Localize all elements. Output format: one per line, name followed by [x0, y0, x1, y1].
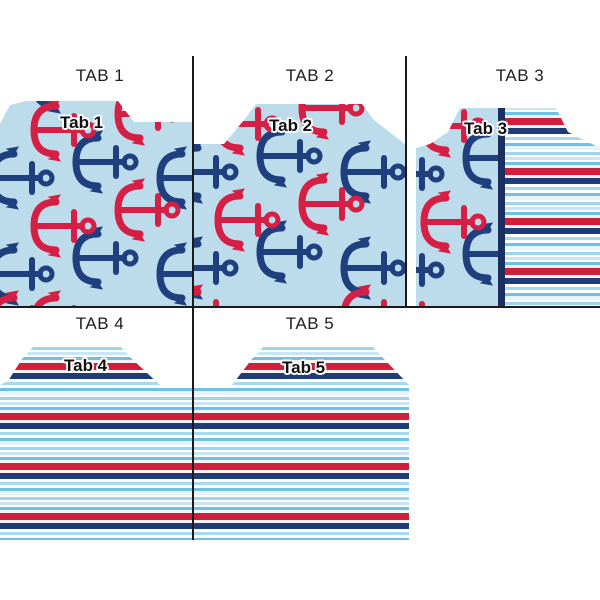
grid-divider-horizontal-1	[0, 306, 600, 308]
folder-tab-3	[416, 100, 600, 306]
grid-divider-vertical-3	[192, 308, 194, 540]
folder-tab-label-3: Tab 3	[464, 119, 508, 138]
cell-caption-5: TAB 5	[285, 314, 335, 333]
folder-tab-label-2: Tab 2	[269, 116, 313, 135]
folder-tab-2	[194, 100, 405, 306]
pattern-stripes-4	[0, 346, 192, 540]
folder-tab-label-1: Tab 1	[60, 113, 104, 132]
cell-caption-2: TAB 2	[285, 66, 335, 85]
cell-caption-4: TAB 4	[75, 314, 125, 333]
folder-shape-4	[0, 346, 192, 540]
pattern-stripes-3	[505, 108, 600, 306]
pattern-anchors-1	[0, 101, 192, 306]
grid-divider-vertical-2	[405, 56, 407, 308]
folder-tab-label-4: Tab 4	[64, 356, 108, 375]
folder-tab-label-5: Tab 5	[282, 358, 326, 377]
folder-tab-1	[0, 100, 192, 306]
folder-tab-5	[194, 345, 409, 540]
grid-divider-vertical-1	[192, 56, 194, 308]
cell-caption-1: TAB 1	[75, 66, 125, 85]
folder-shape-3	[416, 108, 600, 306]
folder-tab-4	[0, 345, 192, 540]
folder-shape-1	[0, 101, 192, 306]
cell-caption-3: TAB 3	[495, 66, 545, 85]
folder-spine-divider-3	[498, 108, 505, 306]
